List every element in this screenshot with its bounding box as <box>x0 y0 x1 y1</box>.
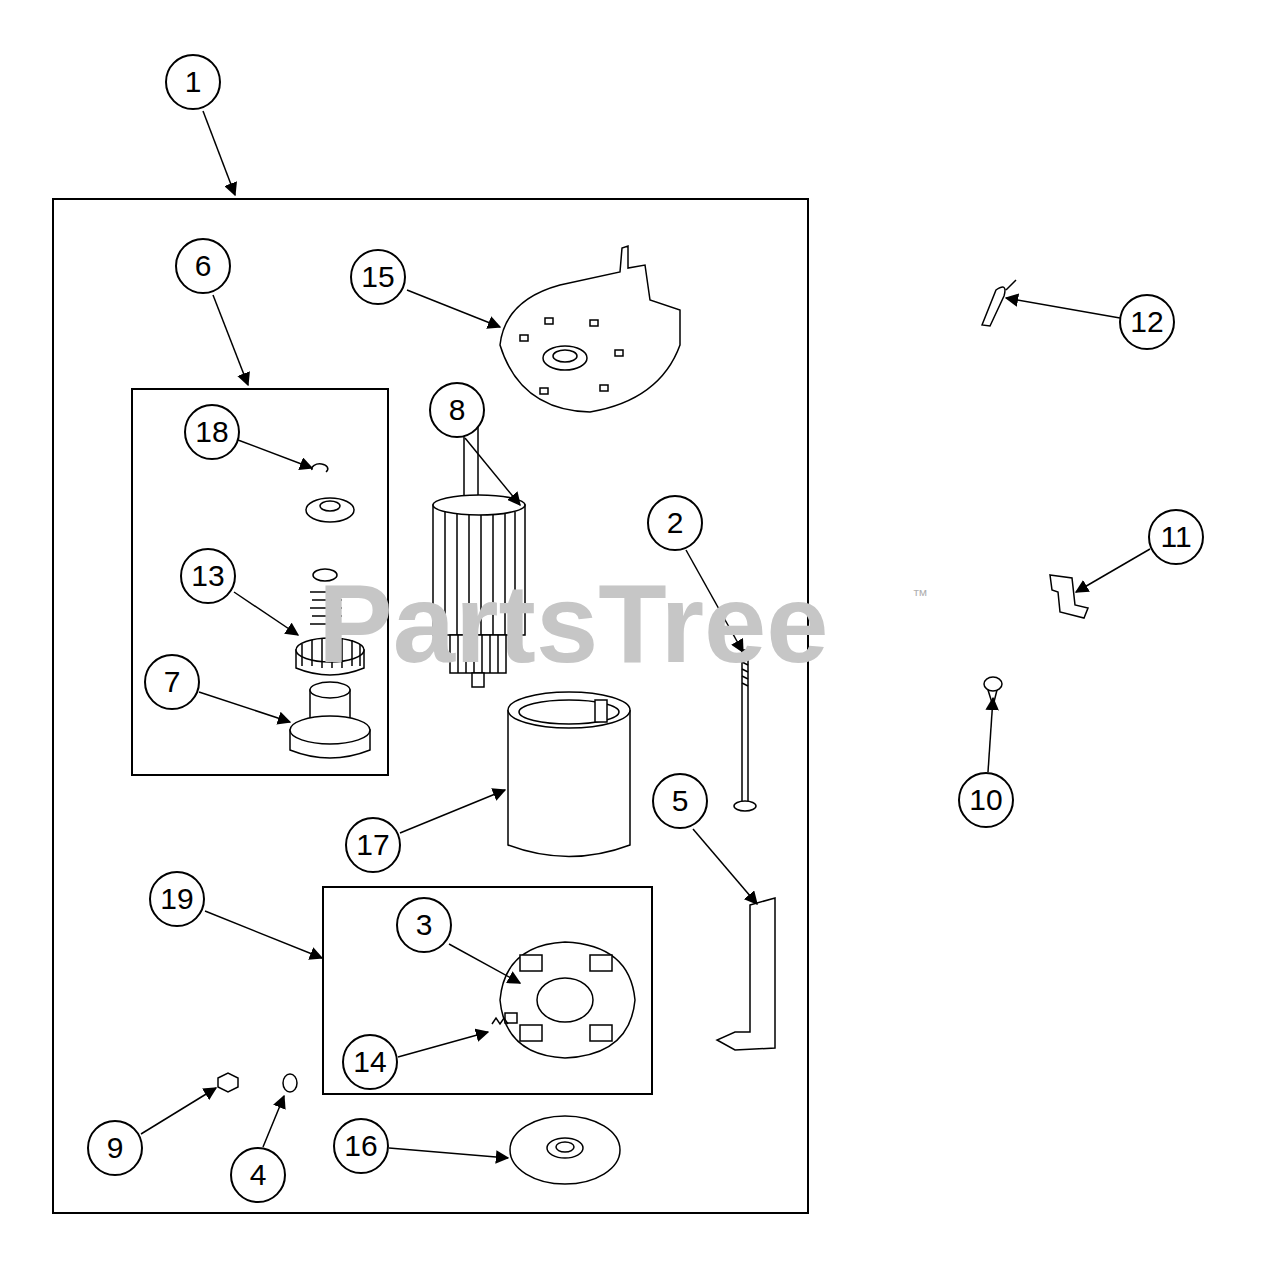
callout-number: 8 <box>449 395 466 425</box>
callout-circle: 13 <box>180 548 236 604</box>
callout-circle: 10 <box>958 772 1014 828</box>
assembly-frame <box>53 199 808 1213</box>
callout-number: 11 <box>1160 522 1191 552</box>
callout-circle: 8 <box>429 382 485 438</box>
callout-number: 16 <box>344 1131 377 1161</box>
watermark: PartsTree <box>318 568 829 680</box>
callout-number: 12 <box>1130 307 1163 337</box>
callout-number: 10 <box>969 785 1002 815</box>
callout-circle: 11 <box>1148 509 1204 565</box>
callout-circle: 1 <box>165 54 221 110</box>
callout-number: 1 <box>185 67 202 97</box>
callout-circle: 17 <box>345 817 401 873</box>
callout-number: 5 <box>672 786 689 816</box>
trademark-mark: ™ <box>912 588 928 604</box>
callout-circle: 18 <box>184 404 240 460</box>
group-frame <box>323 887 652 1094</box>
callout-circle: 12 <box>1119 294 1175 350</box>
callout-circle: 2 <box>647 495 703 551</box>
callout-number: 2 <box>667 508 684 538</box>
spring-clip <box>1050 575 1088 618</box>
callout-number: 9 <box>107 1133 124 1163</box>
end-plate <box>510 1116 620 1184</box>
callout-circle: 6 <box>175 238 231 294</box>
callout-circle: 14 <box>342 1034 398 1090</box>
callout-number: 6 <box>195 251 212 281</box>
callout-circle: 3 <box>396 897 452 953</box>
callout-circle: 4 <box>230 1147 286 1203</box>
callout-number: 18 <box>195 417 228 447</box>
callout-circle: 16 <box>333 1118 389 1174</box>
mounting-bracket <box>717 898 775 1050</box>
callout-number: 3 <box>416 910 433 940</box>
callout-circle: 7 <box>144 654 200 710</box>
callout-number: 7 <box>164 667 181 697</box>
callout-number: 4 <box>250 1160 267 1190</box>
callout-number: 19 <box>160 884 193 914</box>
retaining-clip <box>312 464 328 472</box>
end-cap <box>500 246 680 412</box>
leader-lines <box>141 111 1150 1158</box>
motor-housing <box>508 692 630 857</box>
callout-number: 17 <box>356 830 389 860</box>
callout-circle: 5 <box>652 773 708 829</box>
callout-number: 14 <box>353 1047 386 1077</box>
callout-number: 15 <box>361 262 394 292</box>
brush-holder <box>492 942 635 1058</box>
nut <box>218 1073 238 1092</box>
callout-number: 13 <box>191 561 224 591</box>
callout-circle: 19 <box>149 871 205 927</box>
washer <box>283 1074 297 1092</box>
callout-circle: 9 <box>87 1120 143 1176</box>
callout-circle: 15 <box>350 249 406 305</box>
wire-clip <box>982 280 1016 326</box>
